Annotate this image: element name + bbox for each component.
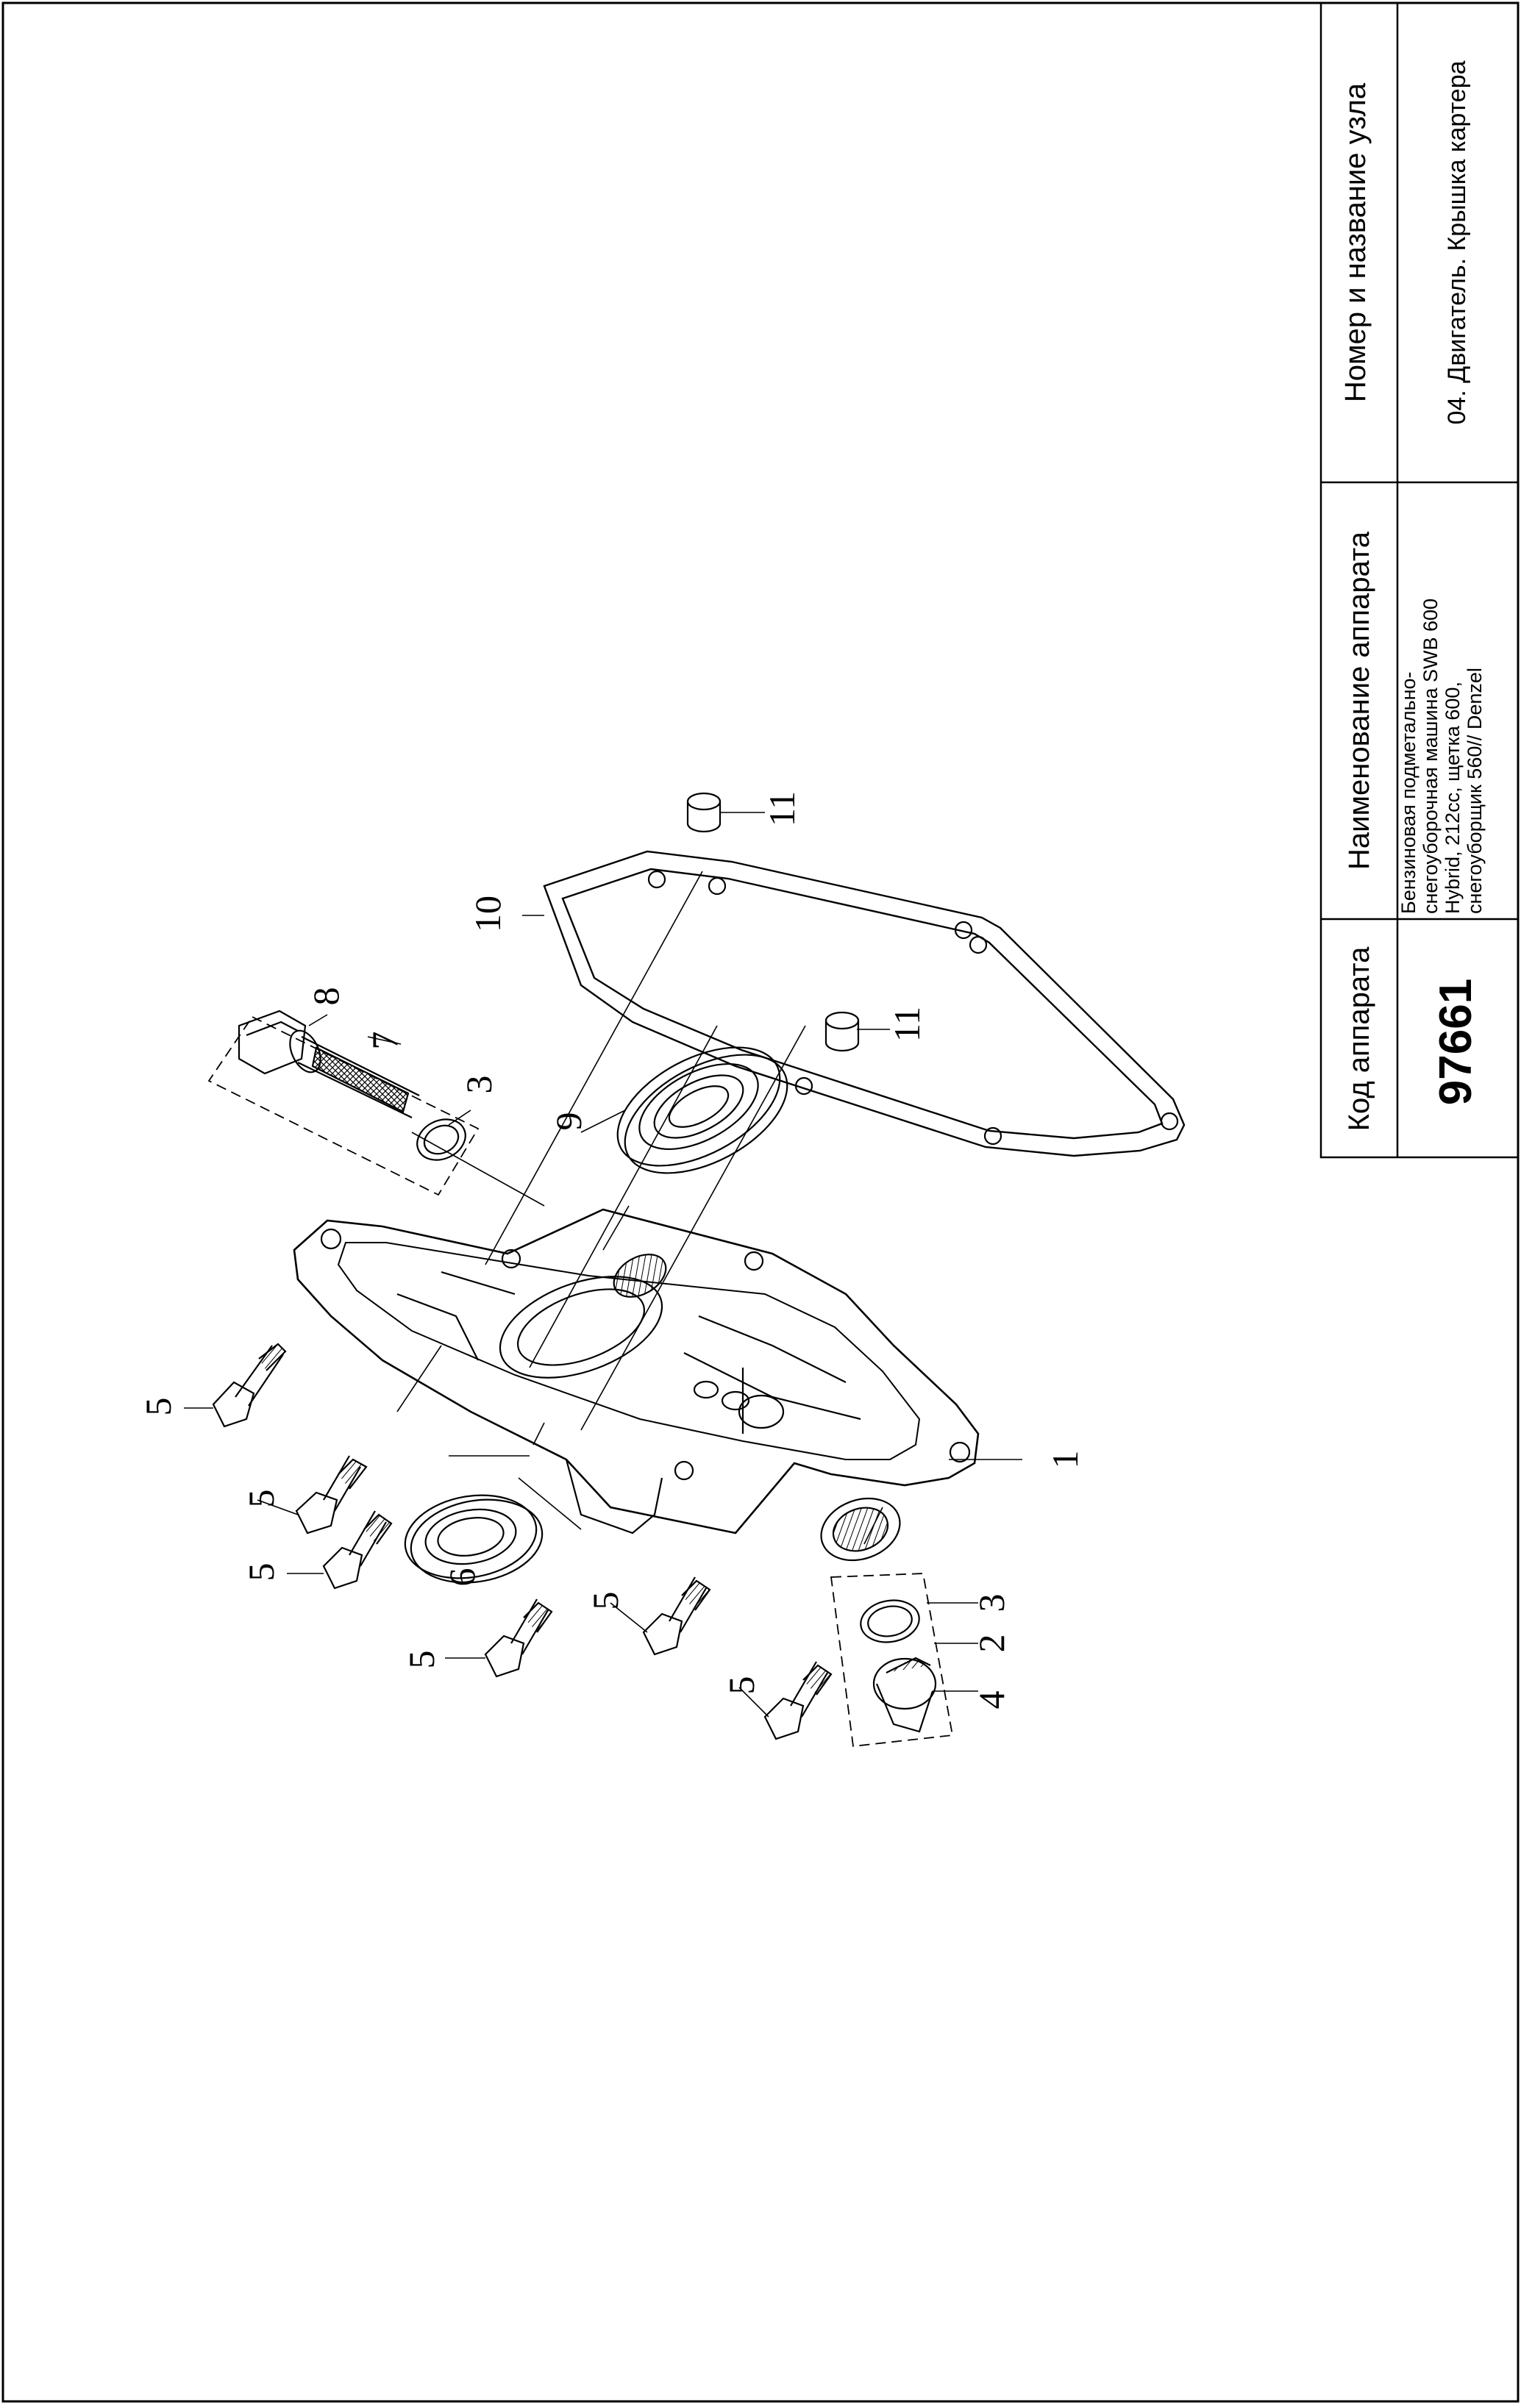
code-header: Код аппарата [1343,946,1375,1132]
bolt-f [763,1661,833,1740]
oil-seal-6 [404,1494,544,1584]
device-line-2: снегоуборочная машина SWB 600 [1420,598,1442,914]
callout-11-lower: 11 [886,1007,927,1042]
bolt-b [295,1455,368,1535]
device-line-1: Бензиновая подметально- [1397,671,1420,914]
bolt-d [484,1598,553,1678]
callout-8: 8 [305,987,346,1006]
unit-header: Номер и название узла [1339,82,1372,403]
callout-3-drain: 3 [971,1594,1012,1612]
gasket-10 [543,850,1186,1157]
callout-5-f: 5 [721,1676,762,1695]
callout-5-a: 5 [138,1398,179,1416]
callout-10: 10 [467,896,508,932]
bolt-a [212,1343,287,1428]
crankcase-cover-1 [293,1208,980,1562]
callout-4: 4 [971,1691,1012,1709]
device-header: Наименование аппарата [1343,532,1375,870]
callout-9: 9 [548,1112,589,1131]
oil-filler-assembly [207,1010,480,1196]
parts-drawing [184,792,1186,1747]
callout-7: 7 [364,1032,405,1050]
device-line-3: Hybrid, 212cc, щетка 600, [1442,682,1464,914]
callout-11-upper: 11 [761,791,802,826]
callout-5-c: 5 [241,1563,282,1582]
unit-value: 04. Двигатель. Крышка картера [1443,60,1471,425]
device-name: Бензиновая подметально- снегоуборочная м… [1397,502,1508,914]
callout-6: 6 [441,1568,482,1587]
callout-5-e: 5 [585,1592,626,1610]
dowel-pin-lower [824,1011,860,1052]
callout-1: 1 [1044,1451,1086,1469]
bearing-9 [616,1046,788,1174]
dowel-pin-upper [686,792,722,833]
callout-5-b: 5 [241,1490,282,1508]
drain-plug-assembly [830,1573,954,1747]
title-block-grid [1319,1,1520,1159]
callout-labels: 1 2 3 3 4 5 5 5 5 5 5 6 7 8 9 10 11 11 [138,791,1086,1709]
callout-3-filler: 3 [458,1076,499,1094]
callout-2: 2 [971,1634,1012,1653]
code-value: 97661 [1431,978,1481,1106]
callout-5-d: 5 [401,1651,442,1669]
device-line-4: снегоуборщик 560// Denzel [1464,668,1486,914]
bolt-e [642,1576,711,1656]
bolt-c [322,1510,393,1590]
